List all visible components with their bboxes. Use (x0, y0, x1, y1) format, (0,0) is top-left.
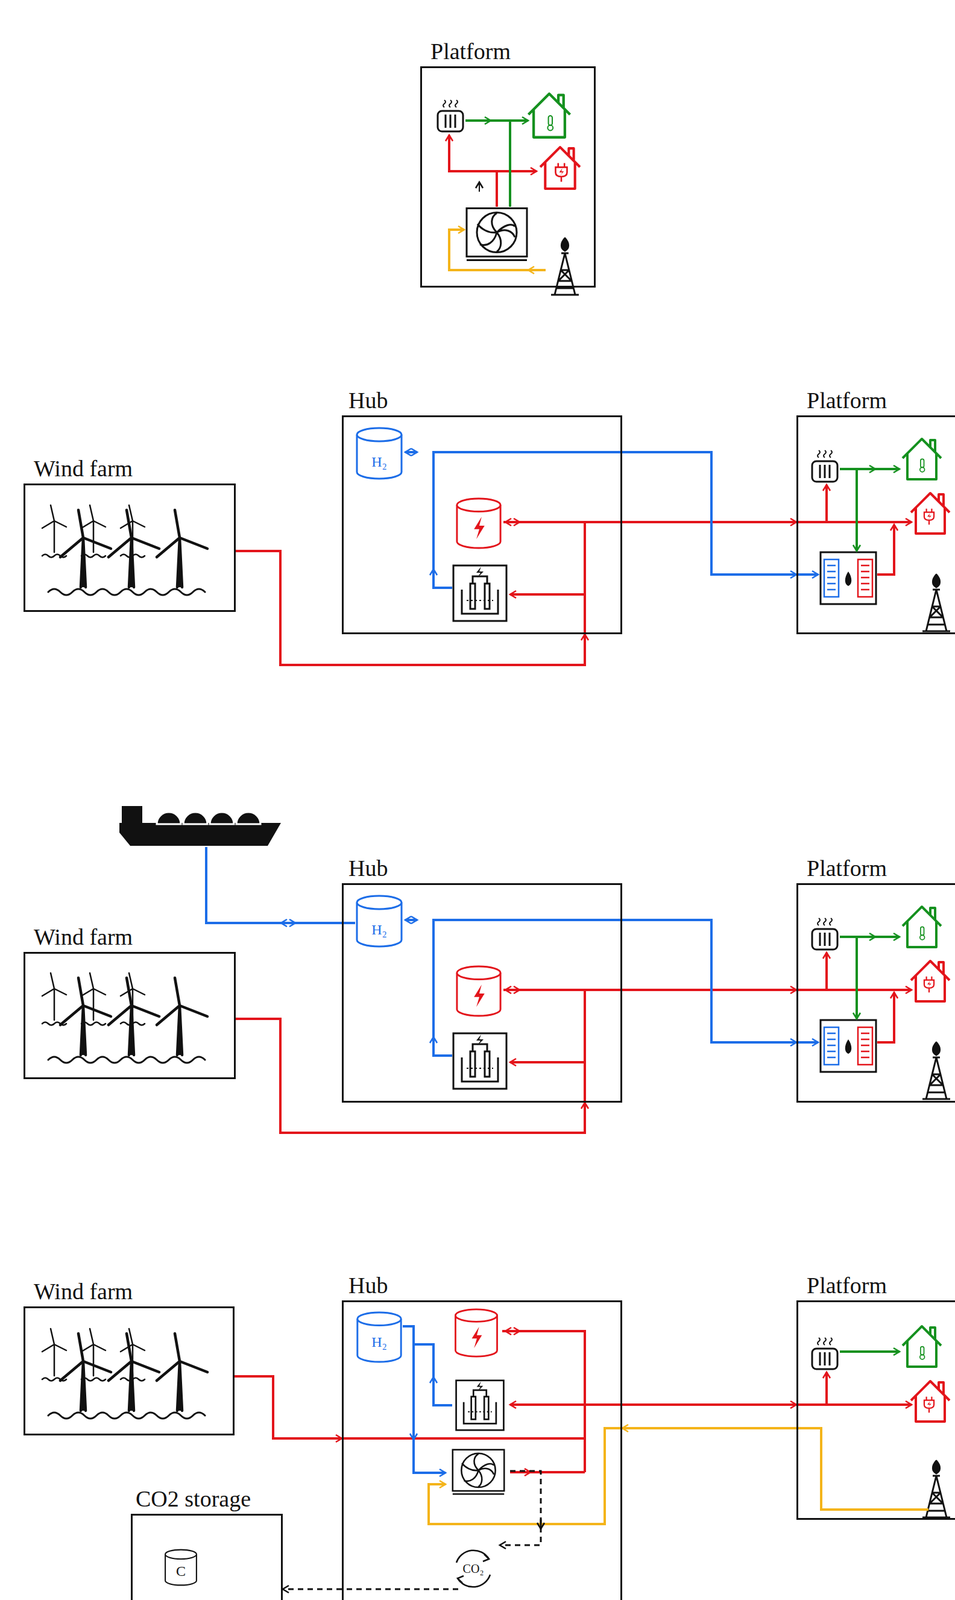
box-heading: Wind farm (33, 924, 133, 951)
system-box: Platform (796, 1300, 955, 1520)
system-box: Hub (341, 415, 623, 635)
plug-symbol (924, 508, 934, 525)
box-heading: Platform (806, 856, 887, 882)
energy-flow-line (622, 988, 797, 992)
system-box: Platform (796, 415, 955, 635)
wind-turbines (42, 1328, 208, 1419)
box-heading: Hub (348, 388, 388, 414)
carbon-label: C (176, 1563, 186, 1579)
battery-symbol (455, 1309, 497, 1357)
ship-symbol (119, 806, 281, 846)
storage-cylinder-symbol (165, 1550, 197, 1586)
hub-and-platform-equipment (165, 1309, 951, 1590)
thermometer-symbol (920, 459, 925, 473)
wind-turbines (42, 973, 208, 1063)
electrolyzer-symbol (453, 565, 507, 621)
system-box: Wind farm (23, 483, 236, 612)
box-heading: Hub (348, 1273, 388, 1299)
energy-flow-line (622, 1427, 797, 1430)
hub-and-platform-equipment (356, 895, 951, 1103)
plug-symbol (924, 1396, 934, 1413)
box-heading: Platform (806, 1273, 887, 1299)
platform-equipment (437, 93, 580, 295)
thermometer-symbol (547, 115, 553, 131)
system-box: CO2 storage (130, 1513, 283, 1600)
hydrogen-tank-symbol (356, 428, 402, 479)
co2-label: CO₂ (463, 1562, 485, 1575)
radiator-symbol (812, 1337, 838, 1370)
system-box: Wind farm (23, 1306, 235, 1436)
plug-symbol (555, 162, 567, 182)
oil-rig-symbol (922, 574, 951, 632)
energy-flow-line (622, 520, 797, 524)
battery-symbol (457, 498, 501, 549)
power-demand-symbol (910, 493, 950, 534)
co2-flow-line (282, 1588, 342, 1591)
box-heading: Platform (806, 388, 887, 414)
hydrogen-label: H₂ (371, 454, 388, 470)
box-heading: Wind farm (33, 456, 133, 482)
box-heading: Platform (430, 39, 511, 65)
power-demand-symbol (910, 1381, 950, 1422)
heat-demand-symbol (528, 93, 570, 137)
ship-supply (119, 806, 356, 924)
gas-turbine-symbol (452, 1449, 505, 1494)
fuel-cell-symbol (820, 552, 877, 605)
heat-demand-symbol (902, 1326, 942, 1367)
system-box: Platform (420, 66, 596, 288)
power-demand-symbol (540, 147, 580, 189)
energy-flow-line (234, 1376, 342, 1439)
energy-flow-line (622, 452, 797, 575)
energy-flow-line (622, 1403, 797, 1406)
box-heading: Hub (348, 856, 388, 882)
system-box: Wind farm (23, 951, 236, 1080)
energy-flow-line (235, 1018, 585, 1133)
box-heading: Wind farm (33, 1279, 133, 1305)
electrolyzer-symbol (456, 1380, 505, 1431)
hydrogen-tank-symbol (357, 1312, 401, 1362)
heat-demand-symbol (902, 438, 942, 480)
gas-turbine-symbol (466, 208, 527, 261)
thermometer-symbol (920, 1346, 925, 1360)
box-heading: CO2 storage (135, 1486, 251, 1513)
radiator-symbol (437, 100, 464, 132)
hydrogen-label: H₂ (371, 922, 388, 937)
system-box: Platform (796, 883, 955, 1103)
hydrogen-label: H₂ (371, 1334, 388, 1350)
energy-flow-line (622, 920, 797, 1043)
radiator-symbol (812, 450, 838, 482)
system-box: Hub (341, 883, 623, 1103)
co2-capture-symbol (456, 1550, 491, 1588)
hub-and-platform-equipment (356, 428, 951, 635)
wind-turbines (42, 505, 208, 596)
energy-flow-line (235, 551, 585, 666)
